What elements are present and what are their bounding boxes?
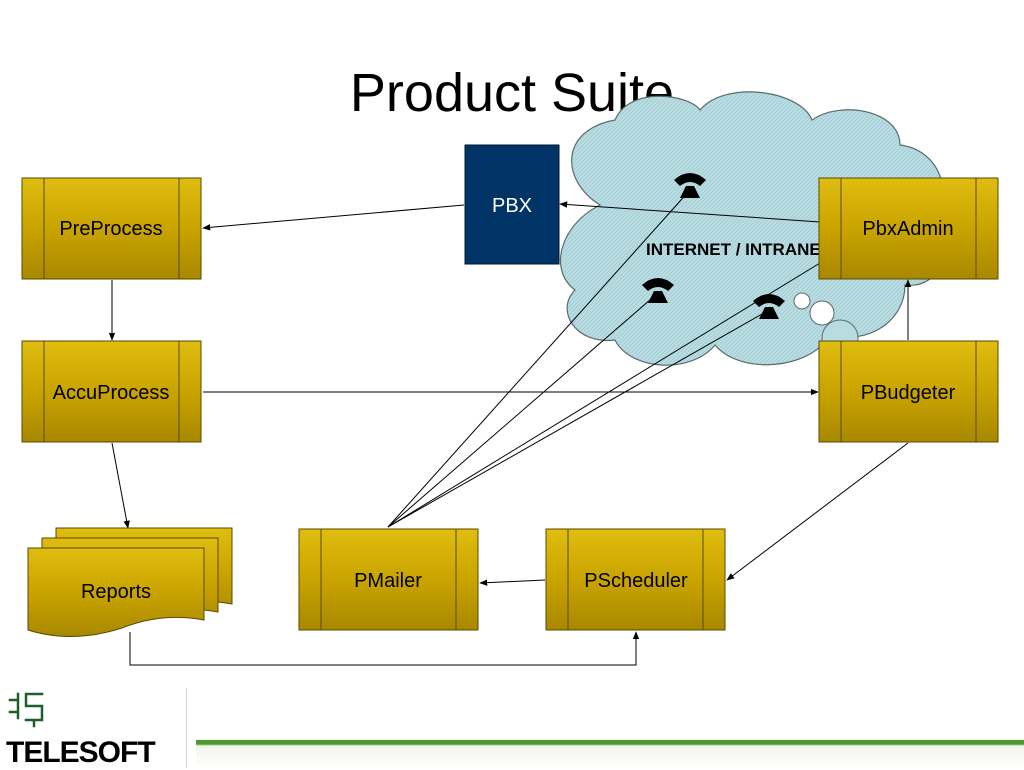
pbudgeter-label: PBudgeter [861, 382, 956, 404]
pmailer-to-internet-line [387, 292, 659, 528]
pbudgeter-to-pscheduler-arrow [726, 442, 909, 581]
pmailer-label: PMailer [354, 570, 422, 592]
pmailer-to-internet-line [387, 309, 770, 528]
cloud-label: INTERNET / INTRANET [646, 240, 832, 259]
pscheduler-node[interactable]: PScheduler [545, 528, 726, 631]
accuprocess-to-reports-arrow [111, 442, 130, 529]
pmailer-node[interactable]: PMailer [298, 528, 479, 631]
pmailer-to-pbxadmin-line [387, 262, 821, 528]
telephone-icon [642, 278, 674, 303]
pbxadmin-to-pbx-arrow [559, 201, 821, 223]
logo-divider [186, 688, 187, 768]
connectors [108, 189, 912, 666]
pbxadmin-node[interactable]: PbxAdmin [818, 177, 999, 280]
footer-bar [196, 740, 1024, 768]
reports-to-pscheduler-arrow [129, 631, 640, 666]
pmailer-to-internet-line [387, 189, 691, 528]
reports-node[interactable]: Reports [27, 527, 233, 637]
telephone-icon [753, 294, 785, 319]
preprocess-label: PreProcess [59, 218, 162, 240]
accuprocess-label: AccuProcess [53, 382, 170, 404]
telesoft-logo-text: TELESOFT [6, 736, 156, 769]
pbudgeter-node[interactable]: PBudgeter [818, 340, 999, 443]
pbx-node[interactable]: PBX [464, 144, 560, 265]
pbx-label: PBX [492, 195, 532, 217]
reports-label: Reports [81, 581, 151, 603]
pbxadmin-label: PbxAdmin [862, 218, 953, 240]
pscheduler-label: PScheduler [584, 570, 688, 592]
accuprocess-node[interactable]: AccuProcess [21, 340, 202, 443]
telesoft-logo-icon [8, 692, 44, 728]
preprocess-node[interactable]: PreProcess [21, 177, 202, 280]
pscheduler-to-pmailer-arrow [479, 579, 546, 586]
pbx-to-preprocess-arrow [202, 204, 465, 231]
